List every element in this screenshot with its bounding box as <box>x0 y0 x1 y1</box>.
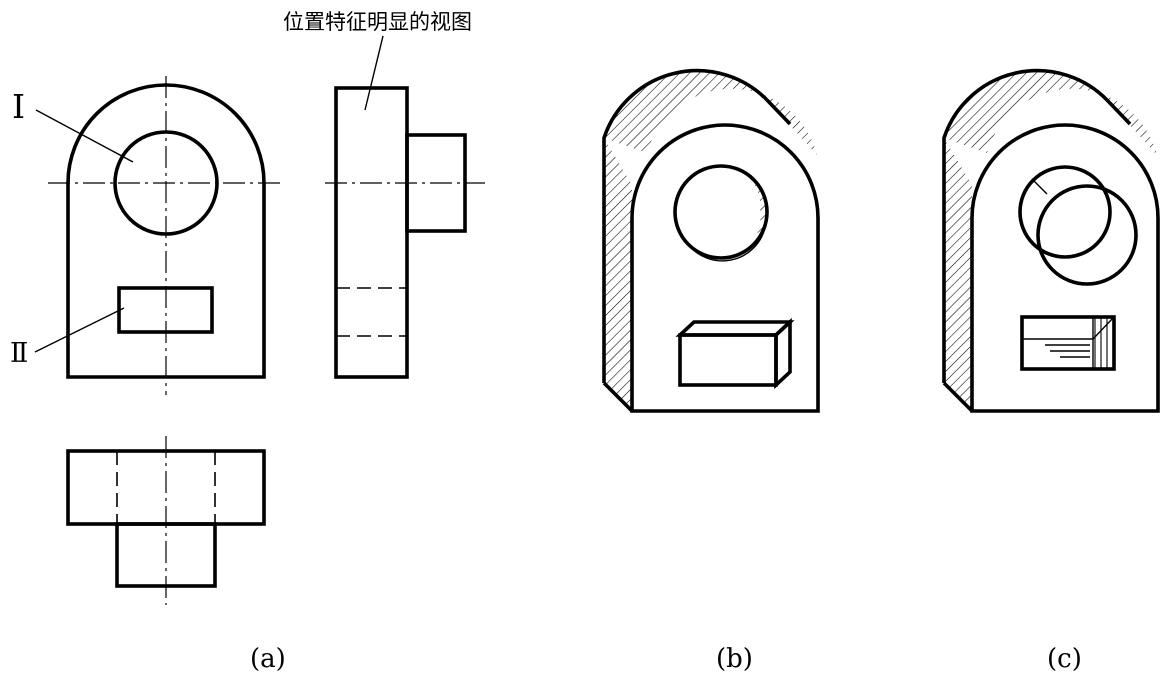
leader-line-annotation <box>364 35 384 111</box>
isometric-view-b <box>602 68 820 413</box>
caption-c: (c) <box>1047 644 1082 674</box>
caption-b: (b) <box>716 644 753 674</box>
caption-a: (a) <box>250 644 286 674</box>
part-1-label: I <box>12 87 25 126</box>
top-view <box>66 436 266 605</box>
leader-line-part-2 <box>34 307 125 353</box>
front-view <box>48 76 283 395</box>
isometric-view-c <box>942 68 1160 413</box>
part-2-label: Ⅱ <box>10 338 28 369</box>
side-view <box>325 86 485 379</box>
leader-line-part-1 <box>35 109 134 163</box>
annotation-label: 位置特征明显的视图 <box>283 10 472 34</box>
